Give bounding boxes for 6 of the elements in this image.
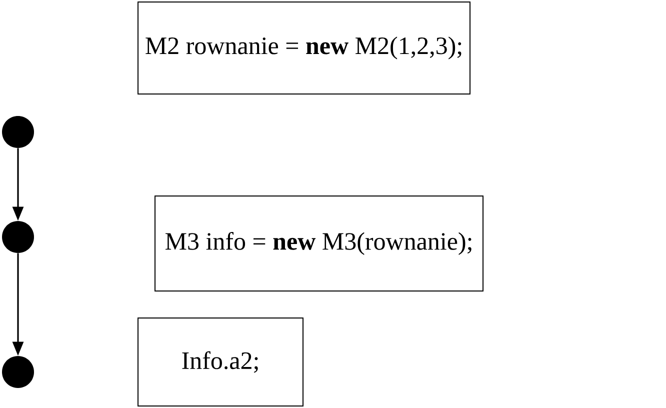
code-box: M3 info = new M3(rownanie); (154, 196, 484, 292)
dot (2, 356, 34, 388)
dot (2, 221, 34, 253)
dot (2, 116, 34, 148)
code-box: M2 rownanie = new M2(1,2,3); (138, 2, 470, 94)
code-box: Info.a2; (138, 318, 304, 406)
